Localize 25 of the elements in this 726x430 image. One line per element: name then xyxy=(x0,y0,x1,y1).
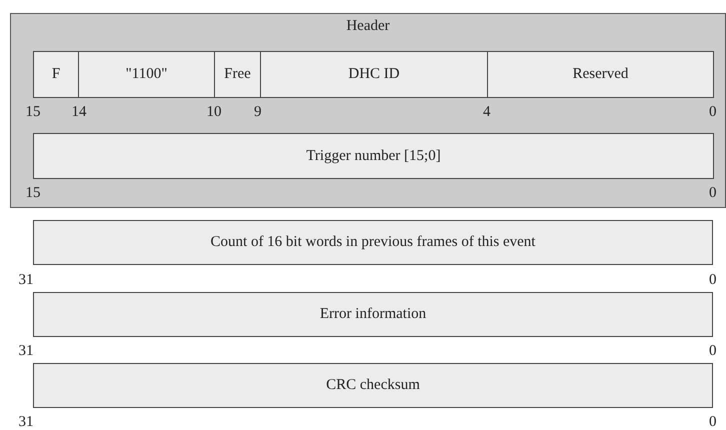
bit-index: 15 xyxy=(26,185,40,201)
bit-field: Free xyxy=(214,51,261,98)
bit-field: Reserved xyxy=(487,51,714,98)
section-heading: Header xyxy=(345,18,391,35)
bit-index: 4 xyxy=(483,104,490,120)
bit-index: 0 xyxy=(709,185,716,201)
bit-index: 14 xyxy=(72,104,86,120)
bit-index: 0 xyxy=(709,343,716,359)
bit-field: Error information xyxy=(33,292,713,337)
bit-index: 0 xyxy=(709,414,716,430)
bit-index: 31 xyxy=(18,343,34,359)
bit-index: 31 xyxy=(18,272,34,288)
header-band xyxy=(10,13,726,208)
bit-field: Trigger number [15;0] xyxy=(33,133,714,179)
bit-index: 15 xyxy=(26,104,40,120)
bit-field: Count of 16 bit words in previous frames of this event xyxy=(33,220,713,265)
bit-field: F xyxy=(33,51,79,98)
bit-index: 31 xyxy=(18,414,34,430)
bit-index: 10 xyxy=(206,104,222,120)
bit-field: CRC checksum xyxy=(33,363,713,408)
bit-index: 0 xyxy=(709,272,716,288)
bit-field: DHC ID xyxy=(260,51,488,98)
bit-index: 9 xyxy=(254,104,262,120)
bit-field: "1100" xyxy=(78,51,215,98)
bit-index: 0 xyxy=(709,104,716,120)
